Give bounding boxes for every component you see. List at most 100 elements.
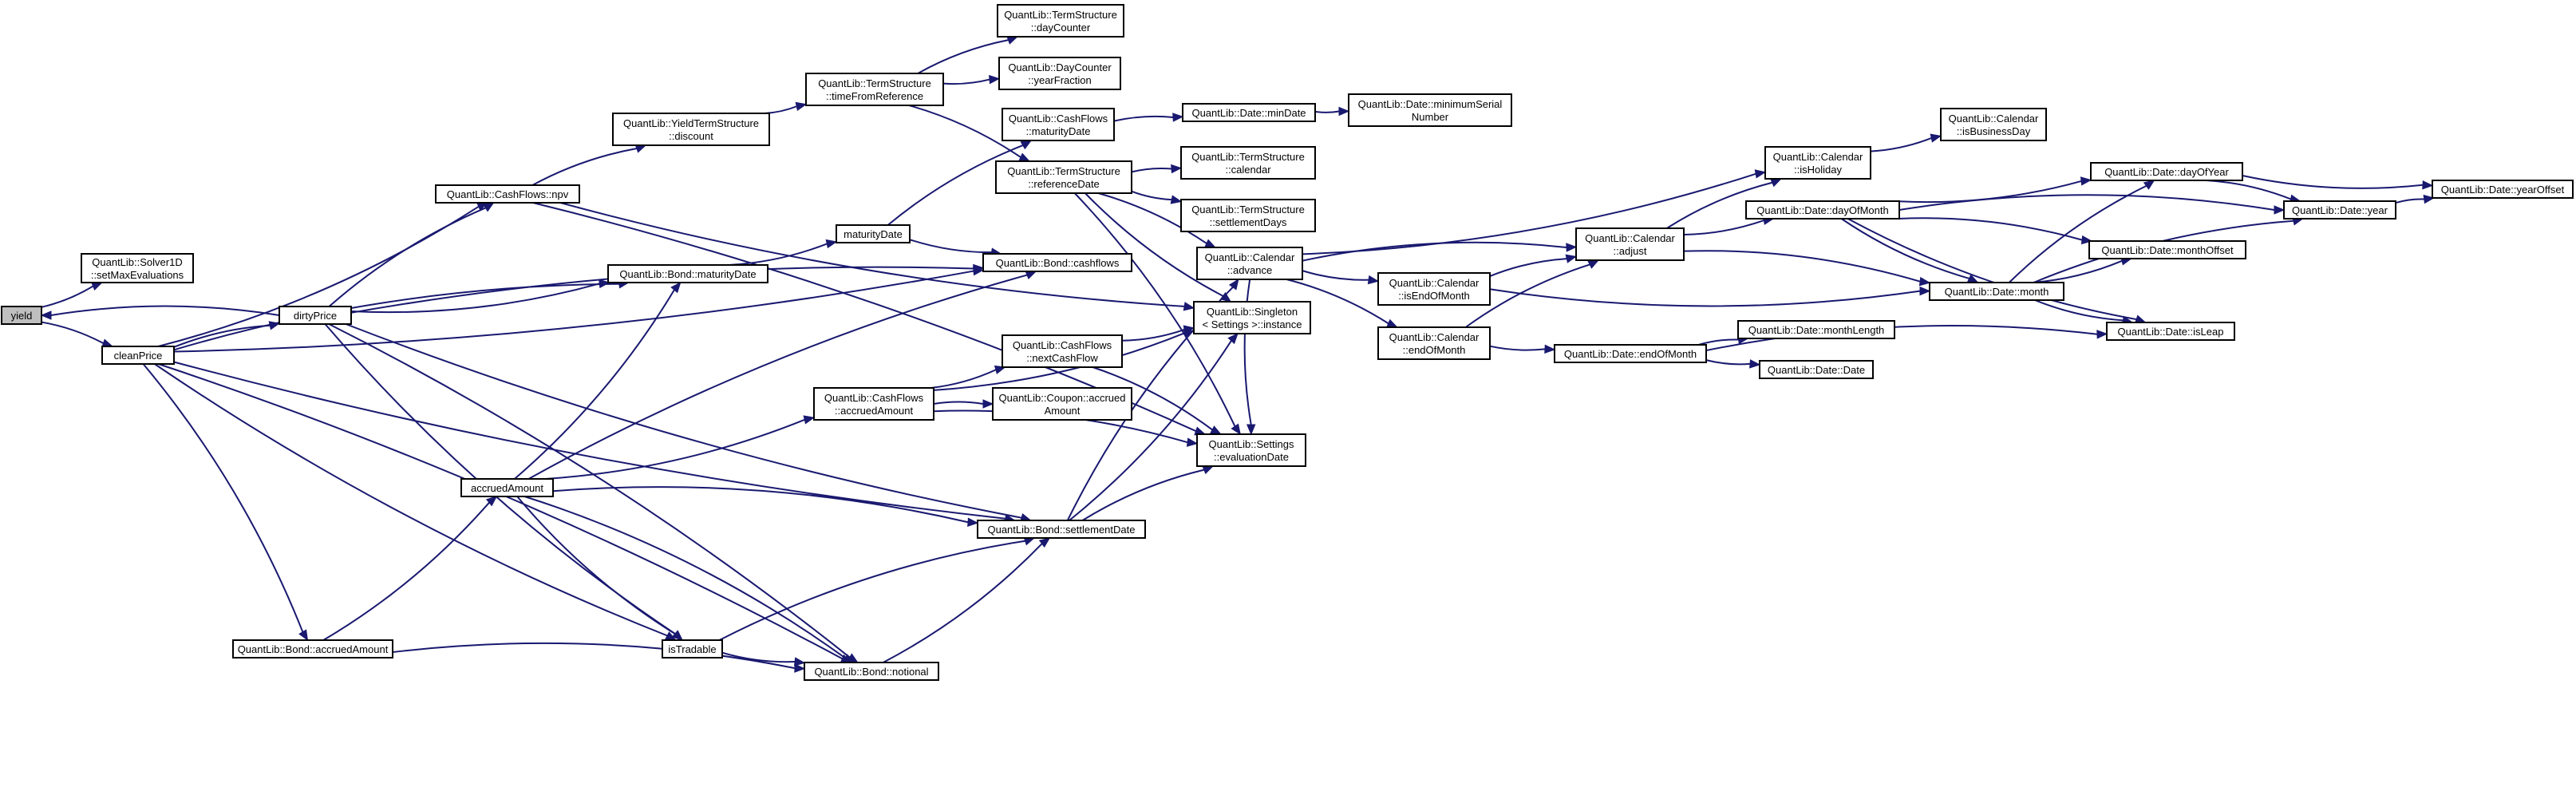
edge-line [1081,469,1205,521]
edge-dirtyPrice-to-npv [328,202,495,307]
node-calEndOfMonth[interactable]: QuantLib::Calendar::endOfMonth [1377,326,1491,360]
arrowhead [1210,425,1222,435]
edge-line [933,401,984,405]
node-refDate[interactable]: QuantLib::TermStructure::referenceDate [995,160,1132,194]
node-label: ::discount [669,130,713,142]
node-box [992,387,1132,421]
node-ytsDiscount[interactable]: QuantLib::YieldTermStructure::discount [612,113,770,146]
node-monthLength[interactable]: QuantLib::Date::monthLength [1737,320,1895,339]
node-box [1929,282,2064,301]
node-cfAccrued[interactable]: QuantLib::CashFlows::accruedAmount [813,387,934,421]
node-timeFromRef[interactable]: QuantLib::TermStructure::timeFromReferen… [805,73,944,106]
edge-line [173,283,619,351]
node-dateMonth[interactable]: QuantLib::Date::month [1929,282,2064,301]
node-yearOffset[interactable]: QuantLib::Date::yearOffset [2432,180,2574,199]
node-label: ::setMaxEvaluations [91,269,184,281]
edge-bondAccrued-to-notional [392,642,806,673]
node-couponAccrued[interactable]: QuantLib::Coupon::accruedAmount [992,387,1132,421]
node-yield[interactable]: yield [1,306,42,325]
node-bondAccrued[interactable]: QuantLib::Bond::accruedAmount [232,639,393,659]
arrowhead [967,517,979,527]
node-cleanPrice[interactable]: cleanPrice [101,346,175,365]
node-label: Number [1412,111,1449,123]
edge-cleanPrice-to-maturityDate [173,279,630,351]
node-yearFraction[interactable]: QuantLib::DayCounter::yearFraction [998,57,1121,90]
node-dayOfMonth[interactable]: QuantLib::Date::dayOfMonth [1745,200,1900,220]
edge-line [2008,185,2147,283]
arrowhead [795,101,808,111]
node-label: Amount [1045,405,1081,417]
edge-line [514,289,675,480]
node-notional[interactable]: QuantLib::Bond::notional [804,662,939,681]
edge-minDate-to-minSerial [1314,106,1350,117]
node-nextCashFlow[interactable]: QuantLib::CashFlows::nextCashFlow [1002,334,1123,368]
edge-line [1121,329,1185,342]
node-label: QuantLib::DayCounter [1008,61,1112,73]
node-isTradable[interactable]: isTradable [662,639,723,659]
arrowhead [2080,176,2092,186]
edge-line [1465,263,1590,328]
node-isLeap[interactable]: QuantLib::Date::isLeap [2106,322,2235,341]
edge-settlementDate-to-singleton [1069,333,1239,521]
edge-cleanPrice-to-bondAccrued [142,363,309,642]
node-label: ::evaluationDate [1214,451,1289,463]
node-dateDate[interactable]: QuantLib::Date::Date [1759,360,1874,379]
node-settlementDate[interactable]: QuantLib::Bond::settlementDate [977,520,1146,539]
node-tsDayCounter[interactable]: QuantLib::TermStructure::dayCounter [997,4,1124,38]
node-box [612,113,770,146]
node-box [1002,108,1115,141]
arrowhead [670,282,682,294]
node-box [836,224,911,243]
arrowhead [1749,359,1761,369]
arrowhead [1227,333,1239,345]
node-cfMaturity[interactable]: QuantLib::CashFlows::maturityDate [1002,108,1115,141]
nodes-layer: yield QuantLib::Solver1D::setMaxEvaluatio… [1,4,2574,681]
node-box [2283,200,2396,220]
edge-line [50,305,280,316]
arrowhead [1587,259,1600,269]
node-box [279,306,352,325]
node-calAdjust[interactable]: QuantLib::Calendar::adjust [1575,227,1685,261]
node-settlementDays[interactable]: QuantLib::TermStructure::settlementDays [1180,199,1316,232]
node-label: QuantLib::TermStructure [1007,165,1120,177]
arrowhead [1246,424,1256,436]
node-monthOffset[interactable]: QuantLib::Date::monthOffset [2088,240,2246,259]
edge-line [942,78,990,85]
edge-yield-to-cleanPrice [41,321,114,348]
node-isBusinessDay[interactable]: QuantLib::Calendar::isBusinessDay [1940,108,2047,141]
node-box [1193,301,1311,334]
node-dateYear[interactable]: QuantLib::Date::year [2283,200,2396,220]
node-label: QuantLib::Calendar [1389,277,1480,289]
node-solver[interactable]: QuantLib::Solver1D::setMaxEvaluations [81,253,194,283]
node-box [804,662,939,681]
node-label: ::referenceDate [1028,178,1100,190]
edge-notional-to-settlementDate [883,537,1051,663]
edge-line [909,239,992,254]
node-dirtyPrice[interactable]: dirtyPrice [279,306,352,325]
arrowhead [2422,180,2434,190]
node-label: QuantLib::CashFlows [824,392,924,404]
node-isHoliday[interactable]: QuantLib::Calendar::isHoliday [1764,146,1871,180]
node-minDate[interactable]: QuantLib::Date::minDate [1182,103,1316,122]
node-isEndOfMonth[interactable]: QuantLib::Calendar::isEndOfMonth [1377,272,1491,306]
node-box [1180,199,1316,232]
edge-dateYear-to-yearOffset [2395,194,2435,204]
node-npv[interactable]: QuantLib::CashFlows::npv [435,184,580,204]
node-maturityDate[interactable]: QuantLib::Bond::maturityDate [607,264,768,283]
node-calAdvance[interactable]: QuantLib::Calendar::advance [1196,247,1303,280]
node-box [2106,322,2235,341]
edge-line [346,323,1022,519]
node-tsCalendar[interactable]: QuantLib::TermStructure::calendar [1180,146,1316,180]
node-matDate2[interactable]: maturityDate [836,224,911,243]
node-dateEndOfMonth[interactable]: QuantLib::Date::endOfMonth [1554,344,1707,363]
node-cashflows[interactable]: QuantLib::Bond::cashflows [982,253,1132,272]
node-dayOfYear[interactable]: QuantLib::Date::dayOfYear [2090,162,2243,181]
node-label: ::settlementDays [1210,216,1287,228]
edge-ytsDiscount-to-timeFromRef [764,101,808,114]
node-evalDate[interactable]: QuantLib::Settings::evaluationDate [1196,433,1306,467]
node-singleton[interactable]: QuantLib::Singleton< Settings >::instanc… [1193,301,1311,334]
arrowhead [825,239,838,249]
node-accruedAmount[interactable]: accruedAmount [460,478,554,497]
